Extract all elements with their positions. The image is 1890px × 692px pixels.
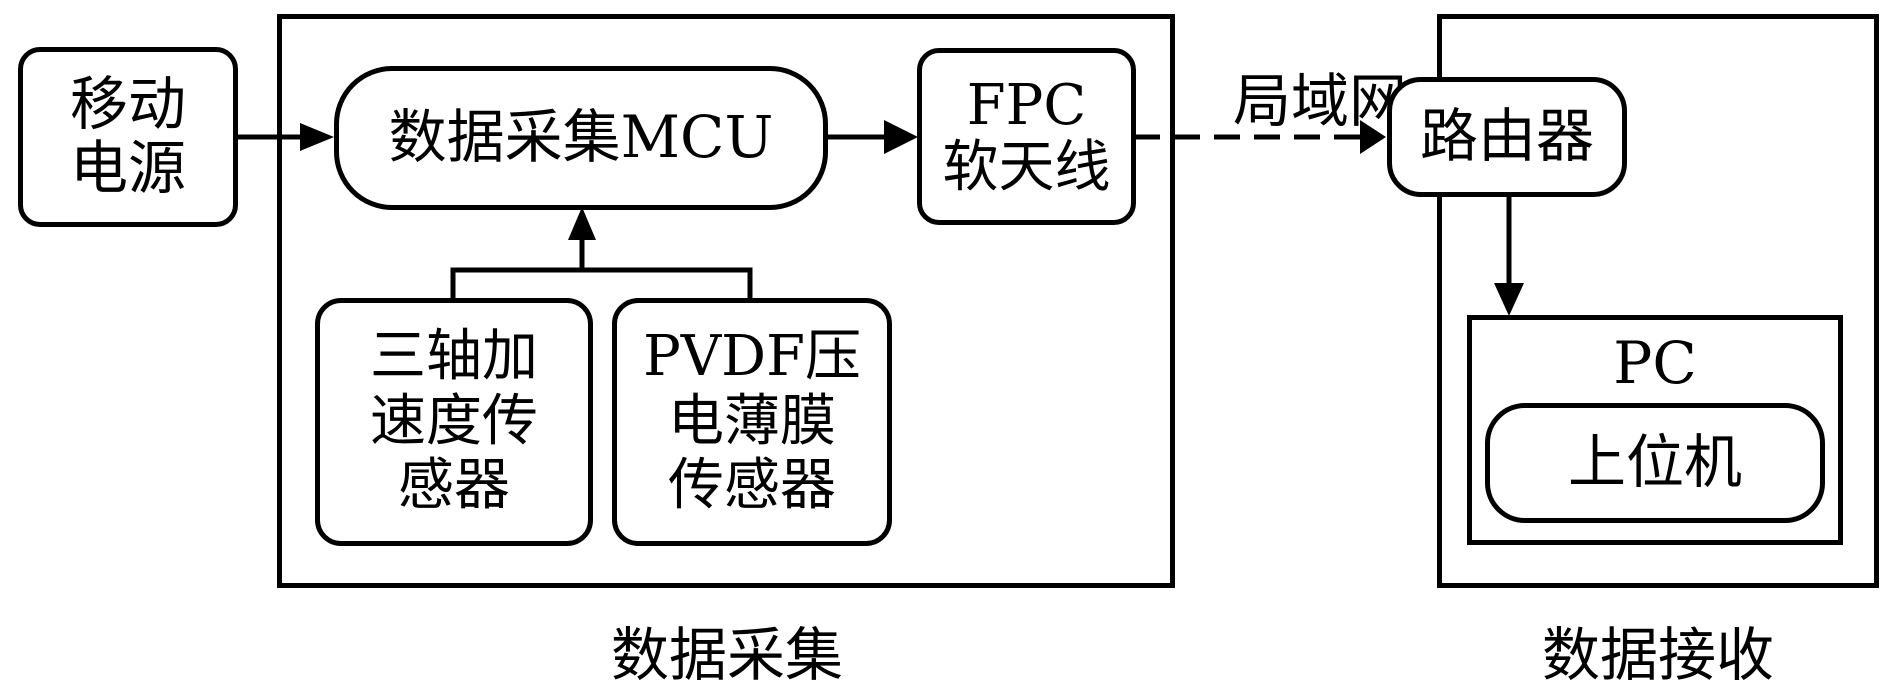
node-label-line: 上位机 bbox=[1567, 428, 1742, 497]
node-label-line: 传感器 bbox=[668, 453, 836, 519]
edge-sensors-to-mcu bbox=[450, 207, 753, 301]
router-node: 路由器 bbox=[1387, 77, 1627, 197]
node-label-line: 感器 bbox=[398, 453, 510, 519]
node-label-line: 软天线 bbox=[942, 134, 1111, 200]
pvdf-sensor-node: PVDF压 电薄膜 传感器 bbox=[612, 298, 892, 546]
arrowhead-icon bbox=[568, 207, 596, 240]
node-label-line: 速度传 bbox=[370, 388, 538, 454]
pc-title: PC bbox=[1613, 329, 1697, 397]
data-reception-caption: 数据接收 bbox=[1541, 621, 1774, 689]
arrowhead-icon bbox=[1494, 283, 1524, 316]
node-label-line: FPC bbox=[966, 72, 1087, 138]
mobile-power-node: 移动 电源 bbox=[18, 47, 238, 227]
node-label-line: 移动 bbox=[69, 70, 186, 139]
edge-router-to-pc bbox=[1494, 197, 1524, 316]
arrowhead-icon bbox=[1360, 120, 1386, 154]
arrowhead-icon bbox=[884, 120, 918, 154]
mcu-node: 数据采集MCU bbox=[334, 66, 828, 210]
node-label-line: 路由器 bbox=[1419, 102, 1594, 171]
lan-label: 局域网 bbox=[1232, 67, 1407, 135]
accelerometer-node: 三轴加 速度传 感器 bbox=[315, 298, 593, 546]
data-reception-group bbox=[1437, 14, 1879, 588]
edge-antenna-to-router bbox=[1134, 120, 1386, 154]
node-label-line: 三轴加 bbox=[370, 324, 538, 390]
node-label-line: 电源 bbox=[69, 134, 186, 202]
edge-power-to-mcu bbox=[238, 123, 334, 151]
node-label-line: 数据采集MCU bbox=[388, 103, 774, 172]
arrowhead-icon bbox=[300, 123, 334, 151]
node-label-line: 电薄膜 bbox=[668, 388, 836, 454]
data-acquisition-group bbox=[277, 14, 1175, 588]
fpc-antenna-node: FPC 软天线 bbox=[917, 48, 1136, 225]
edge-mcu-to-antenna bbox=[826, 120, 918, 154]
host-software-node: 上位机 bbox=[1485, 403, 1825, 523]
data-acquisition-caption: 数据采集 bbox=[610, 621, 843, 689]
node-label-line: PVDF压 bbox=[643, 324, 861, 390]
